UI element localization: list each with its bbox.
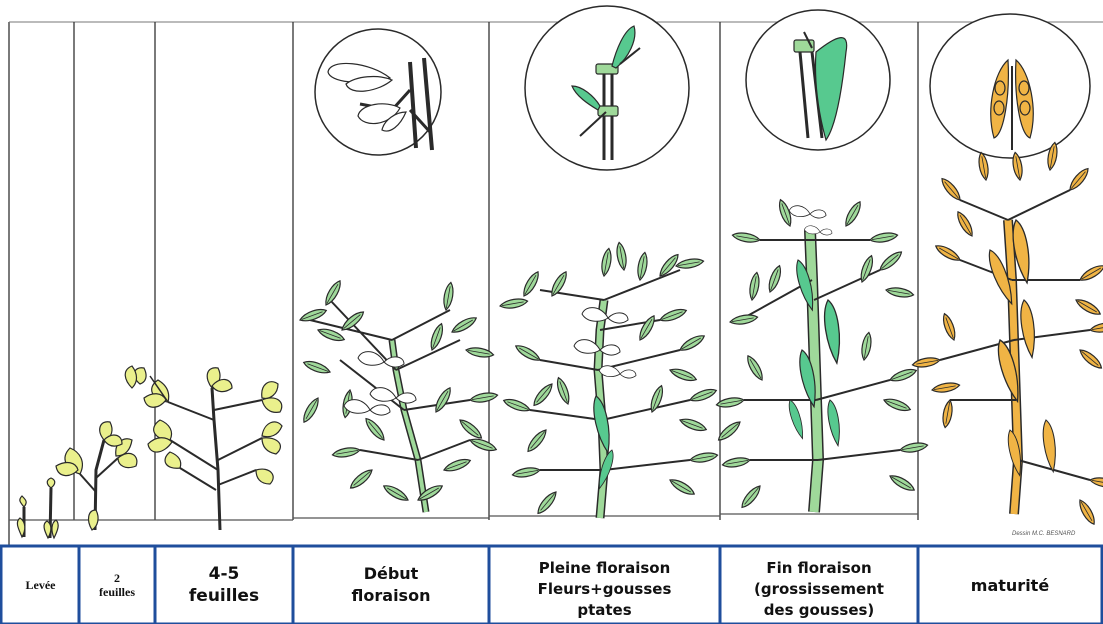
stage-label-debut-floraison: Début floraison <box>293 546 489 624</box>
stage-label-levee: Levée <box>2 546 79 624</box>
plant-pleine-floraison <box>499 6 718 518</box>
plant-debut-floraison <box>299 29 499 512</box>
stage-label-pleine-floraison: Pleine floraison Fleurs+gousses ptates <box>489 546 720 624</box>
plant-levee <box>17 478 58 538</box>
plant-4-5-feuilles <box>125 366 282 530</box>
stage-label-4-5-feuilles: 4-5 feuilles <box>155 546 293 624</box>
stage-label-maturite: maturité <box>918 546 1102 624</box>
detail-circle-young-pods <box>525 6 689 170</box>
plant-2-feuilles <box>56 422 137 530</box>
stage-label-fin-floraison: Fin floraison (grossissement des gousses… <box>720 546 918 624</box>
plant-maturite <box>912 14 1103 526</box>
illustration-credit: Dessin M.C. BESNARD <box>1012 531 1075 537</box>
detail-circle-mature-pod <box>930 14 1090 158</box>
stage-label-2-feuilles: 2 feuilles <box>79 546 155 624</box>
plant-fin-floraison <box>716 10 929 512</box>
detail-circle-flower <box>315 29 441 155</box>
